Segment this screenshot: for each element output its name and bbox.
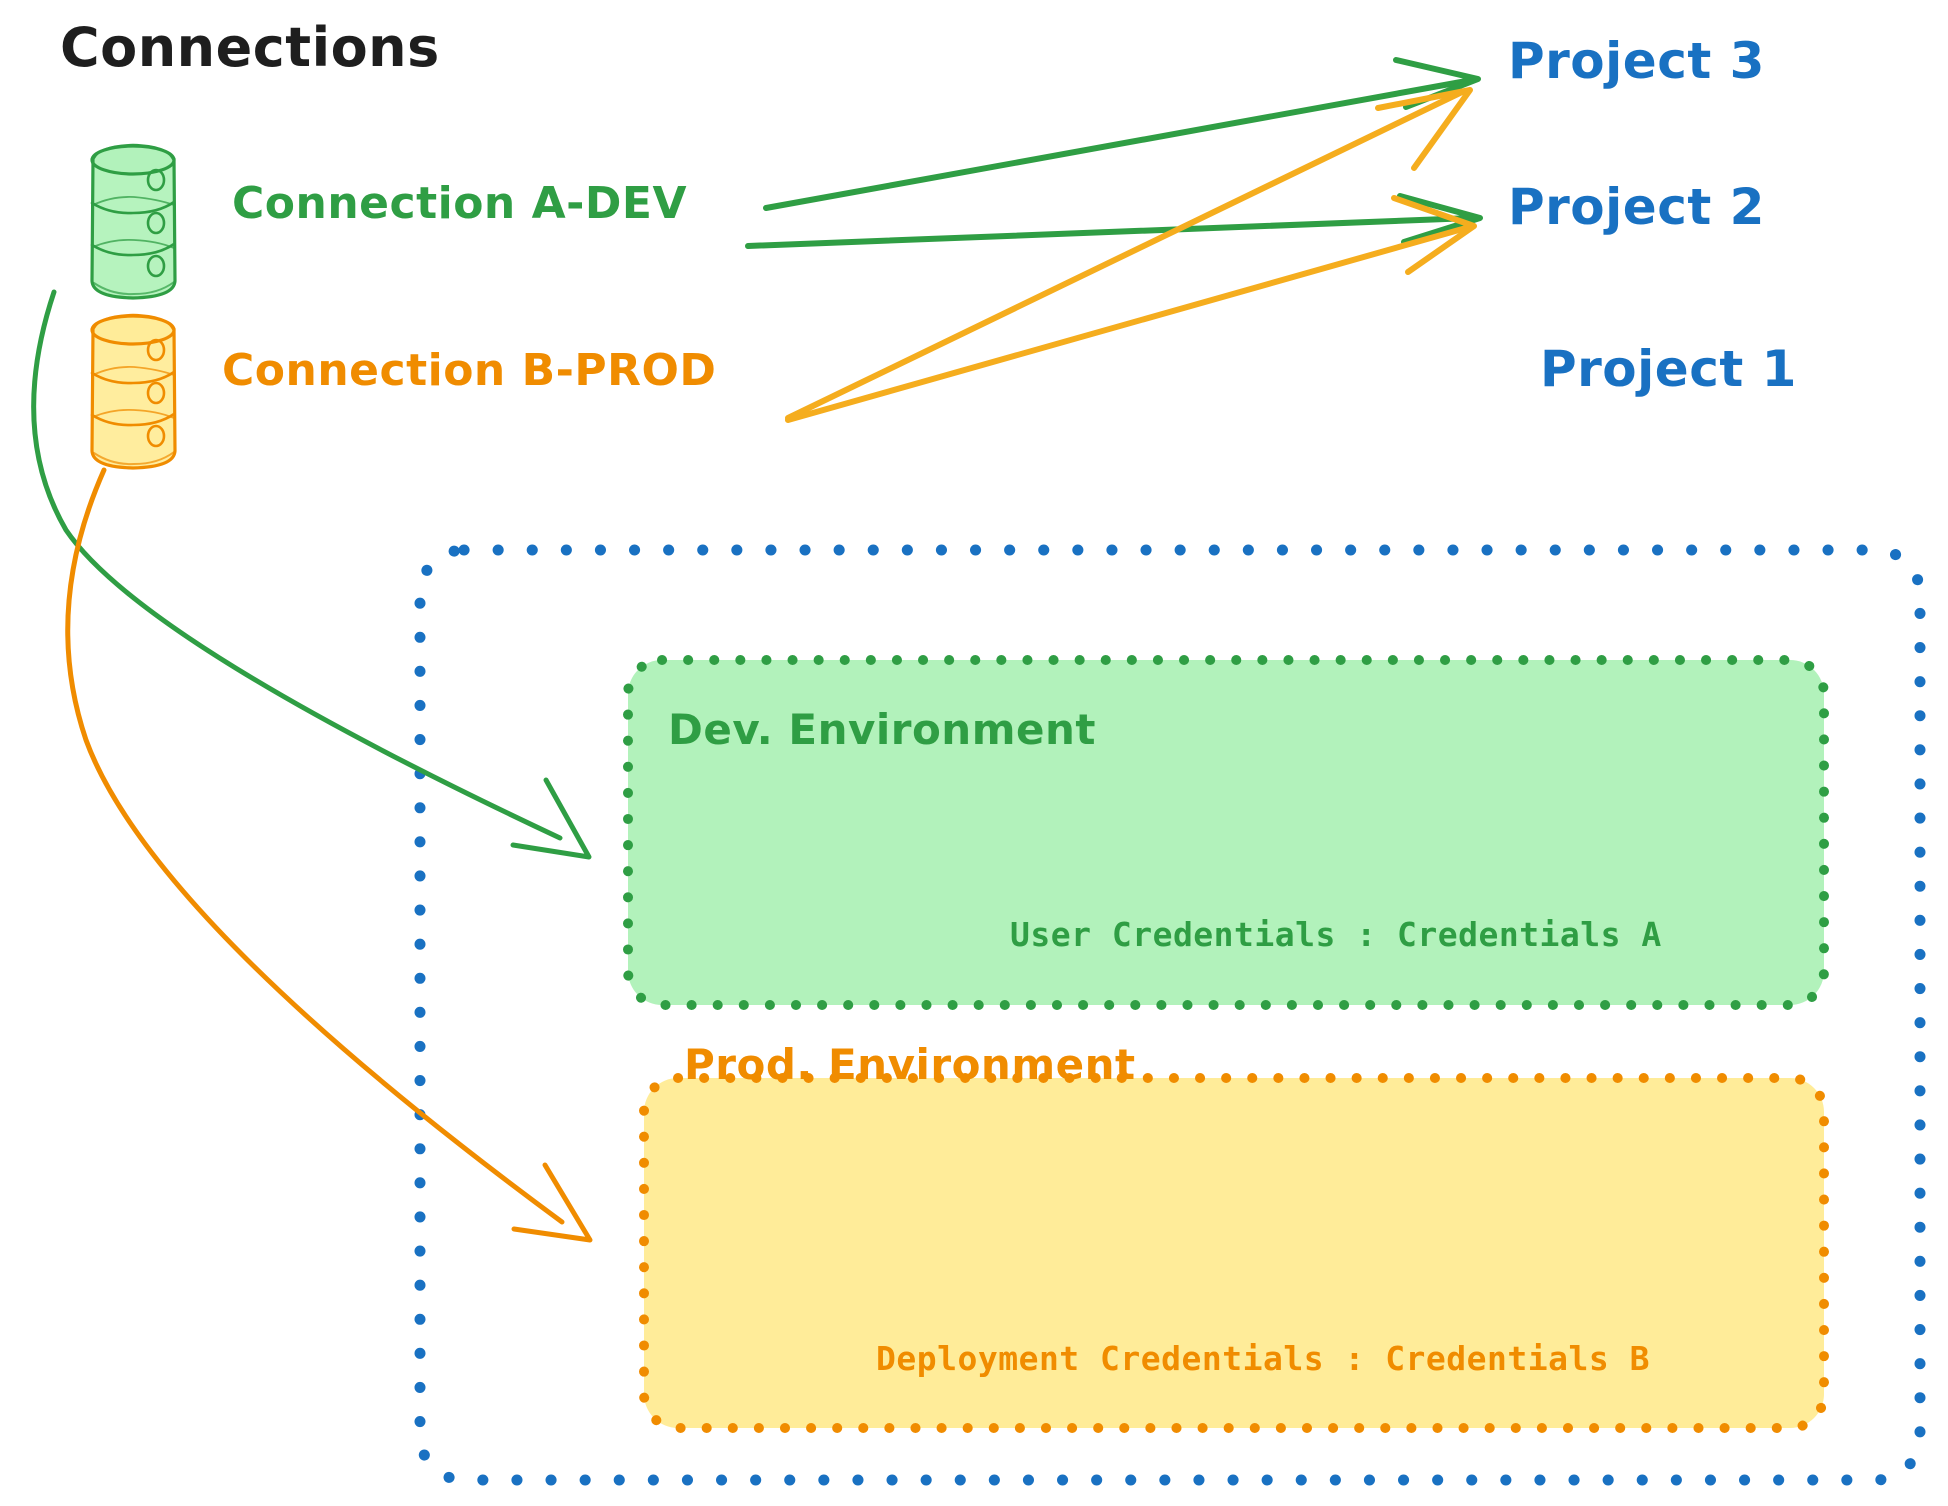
arrow-conn-a-to-project-2 [745, 193, 1483, 249]
database-cylinder-icon-green[interactable] [90, 143, 177, 300]
project-1-label[interactable]: Project 1 [1540, 340, 1797, 398]
project-1-container[interactable] [414, 544, 1926, 1486]
connection-a-dev-label[interactable]: Connection A-DEV [232, 178, 688, 229]
dev-environment-title: Dev. Environment [668, 705, 1096, 754]
dev-environment-box[interactable] [623, 655, 1829, 1010]
arrow-conn-a-to-dev-environment [31, 289, 592, 860]
arrow-conn-b-to-prod-environment [65, 467, 593, 1243]
arrow-conn-b-to-project-2 [785, 195, 1477, 423]
project-2-label[interactable]: Project 2 [1508, 178, 1765, 236]
dev-environment-credentials: User Credentials : Credentials A [1010, 915, 1662, 954]
database-cylinder-icon-orange[interactable] [90, 313, 177, 470]
page-title: Connections [60, 16, 440, 79]
arrow-conn-b-to-project-3 [785, 87, 1473, 421]
connection-b-prod-label[interactable]: Connection B-PROD [222, 345, 717, 396]
prod-environment-credentials: Deployment Credentials : Credentials B [876, 1339, 1650, 1378]
prod-environment-title: Prod. Environment [684, 1040, 1136, 1089]
project-3-label[interactable]: Project 3 [1508, 32, 1765, 90]
prod-environment-box[interactable] [639, 1073, 1829, 1433]
